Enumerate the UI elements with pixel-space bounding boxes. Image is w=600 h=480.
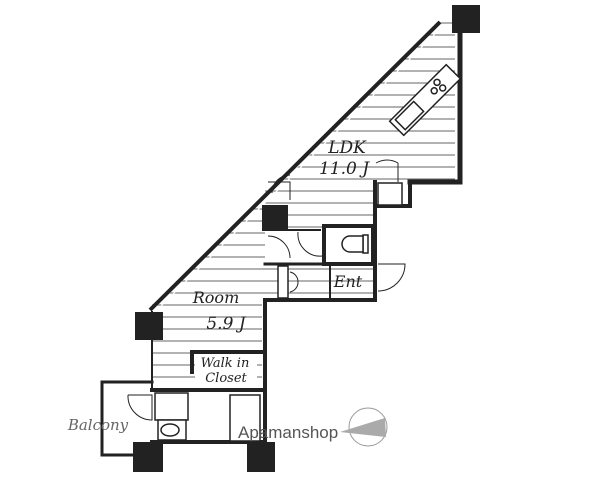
walk-in-closet-area bbox=[195, 352, 257, 388]
apamanshop-watermark: Apamanshop bbox=[238, 407, 388, 447]
fixtures bbox=[154, 182, 403, 442]
walk-in-closet-label: Walk in bbox=[201, 356, 250, 371]
watermark-text: Apamanshop bbox=[238, 423, 338, 442]
room-label: Room bbox=[192, 288, 239, 307]
kitchen-counter bbox=[388, 63, 462, 137]
doors bbox=[127, 159, 406, 421]
ldk-label: LDK bbox=[327, 138, 367, 158]
ldk-size: 11.0 J bbox=[319, 159, 370, 179]
room-size: 5.9 J bbox=[206, 314, 246, 334]
ent-label: Ent bbox=[333, 272, 363, 291]
walls bbox=[100, 19, 463, 457]
closet-label: Closet bbox=[205, 371, 247, 386]
pillars bbox=[133, 5, 480, 472]
watermark-logo-icon bbox=[340, 418, 386, 437]
diagonal-window bbox=[148, 20, 445, 314]
balcony-label: Balcony bbox=[67, 416, 129, 434]
ldk-area bbox=[265, 22, 455, 230]
toilet-icon bbox=[341, 234, 369, 254]
